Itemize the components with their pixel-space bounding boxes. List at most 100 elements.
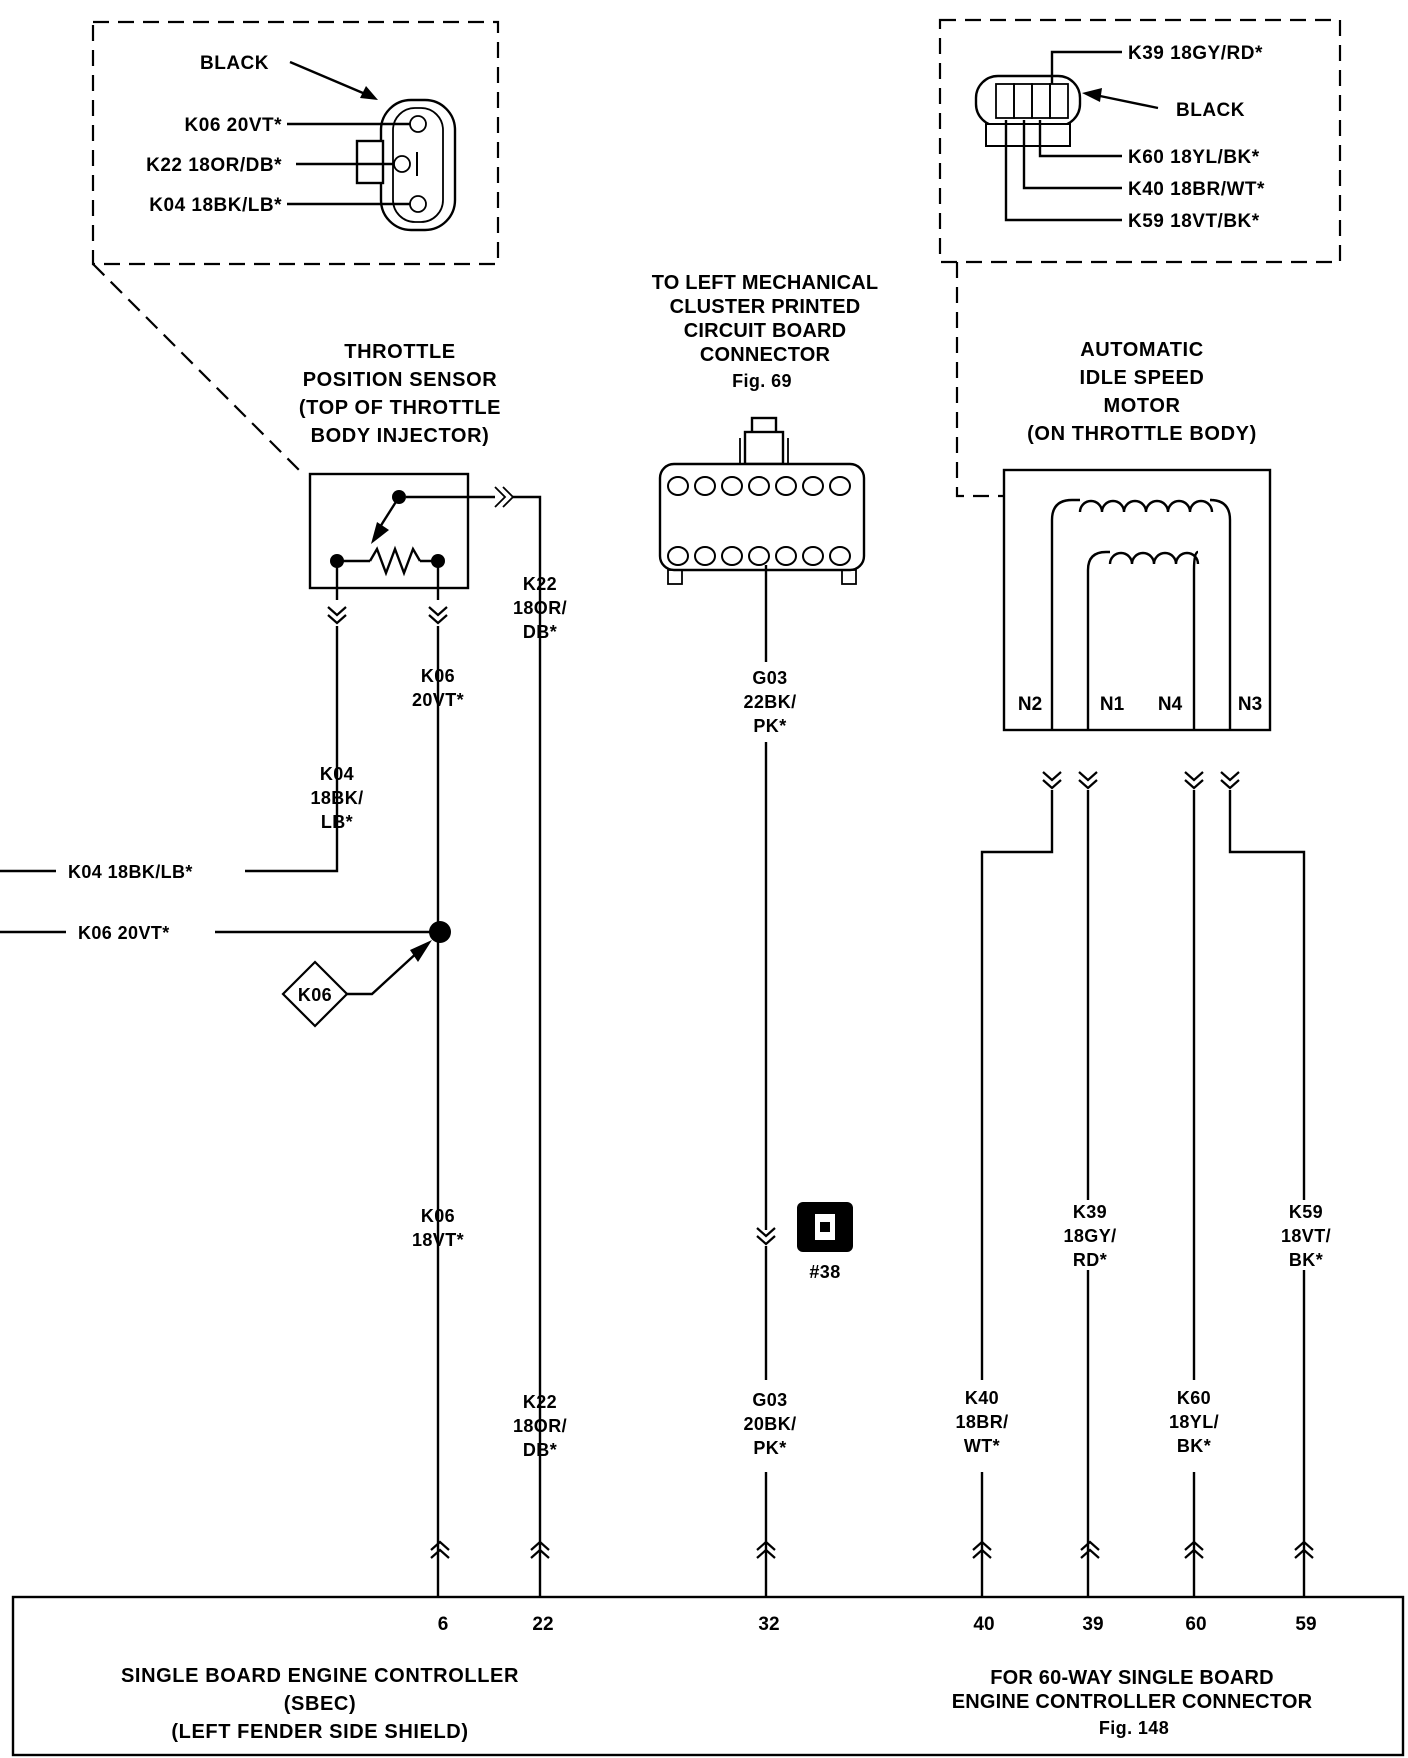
svg-text:DB*: DB*: [523, 1440, 557, 1460]
controller-ref-1: FOR 60-WAY SINGLE BOARD: [990, 1667, 1274, 1689]
svg-text:18GY/: 18GY/: [1063, 1226, 1116, 1246]
controller-name-1: SINGLE BOARD ENGINE CONTROLLER: [121, 1665, 519, 1687]
iac-connector-color: BLACK: [1176, 100, 1245, 121]
tps-connector-color: BLACK: [200, 53, 269, 74]
throttle-position-sensor: THROTTLE POSITION SENSOR (TOP OF THROTTL…: [299, 341, 542, 1596]
k60-lower-label: K60 18YL/ BK*: [1169, 1388, 1219, 1456]
svg-text:18YL/: 18YL/: [1169, 1412, 1219, 1432]
iac-title-1: AUTOMATIC: [1080, 339, 1204, 361]
g03-upper-label: G03 22BK/ PK*: [743, 668, 796, 736]
k59-lower-label: K59 18VT/ BK*: [1281, 1202, 1331, 1270]
k39-lower-label: K39 18GY/ RD*: [1063, 1202, 1116, 1270]
iac-title-2: IDLE SPEED: [1080, 367, 1205, 389]
iac-top-wire-label: K39 18GY/RD*: [1128, 43, 1263, 64]
controller-pin-40: 40: [973, 1614, 994, 1635]
svg-text:PK*: PK*: [753, 716, 786, 736]
tps-connector-tab: [355, 139, 385, 185]
k40-wire: [980, 790, 1054, 1380]
iac-title-3: MOTOR: [1103, 395, 1180, 417]
svg-text:BK*: BK*: [1177, 1436, 1211, 1456]
iac-terminal-n3: N3: [1238, 694, 1262, 715]
svg-text:K06: K06: [421, 1206, 455, 1226]
sbec-controller-box: [11, 1595, 1405, 1757]
svg-text:K22: K22: [523, 574, 557, 594]
ground-ref-label: #38: [809, 1262, 840, 1282]
svg-text:20BK/: 20BK/: [743, 1414, 796, 1434]
cluster-title-3: CIRCUIT BOARD: [684, 320, 847, 342]
controller-pin-60: 60: [1185, 1614, 1206, 1635]
svg-text:18OR/: 18OR/: [513, 1416, 567, 1436]
tps-pin-label-2: K22 18OR/DB*: [146, 155, 282, 176]
svg-text:RD*: RD*: [1073, 1250, 1107, 1270]
idle-speed-motor: AUTOMATIC IDLE SPEED MOTOR (ON THROTTLE …: [1002, 339, 1272, 732]
iac-inset-leader: [955, 262, 1004, 498]
iac-terminal-n4: N4: [1158, 694, 1183, 715]
svg-text:22BK/: 22BK/: [743, 692, 796, 712]
svg-text:18VT/: 18VT/: [1281, 1226, 1331, 1246]
tps-title-3: (TOP OF THROTTLE: [299, 397, 501, 419]
controller-pin-6: 6: [438, 1614, 449, 1635]
g03-lower-label: G03 20BK/ PK*: [743, 1390, 796, 1458]
controller-pin-59: 59: [1295, 1614, 1316, 1635]
svg-text:18VT*: 18VT*: [412, 1230, 464, 1250]
iac-pin-label-2: K40 18BR/WT*: [1128, 179, 1265, 200]
iac-terminal-n1: N1: [1100, 694, 1125, 715]
k59-wire: [1228, 790, 1306, 1200]
svg-text:G03: G03: [752, 1390, 787, 1410]
svg-text:WT*: WT*: [964, 1436, 1000, 1456]
svg-text:LB*: LB*: [321, 812, 353, 832]
svg-text:K06: K06: [421, 666, 455, 686]
cluster-connector: TO LEFT MECHANICAL CLUSTER PRINTED CIRCU…: [652, 272, 878, 585]
iac-title-4: (ON THROTTLE BODY): [1027, 423, 1257, 445]
k06-horizontal-label: K06 20VT*: [78, 923, 170, 943]
k06-lower-label: K06 18VT*: [412, 1206, 464, 1250]
iac-pin-label-1: K60 18YL/BK*: [1128, 147, 1260, 168]
tps-inset-leader: [92, 263, 303, 474]
svg-text:DB*: DB*: [523, 622, 557, 642]
k04-horizontal-label: K04 18BK/LB*: [68, 862, 193, 882]
iac-terminal-n2: N2: [1018, 694, 1042, 715]
controller-pin-39: 39: [1082, 1614, 1103, 1635]
controller-pin-22: 22: [532, 1614, 553, 1635]
k04-wire: [245, 626, 339, 873]
iac-pin-label-3: K59 18VT/BK*: [1128, 211, 1260, 232]
k06-upper-label: K06 20VT*: [412, 666, 464, 710]
svg-text:BK*: BK*: [1289, 1250, 1323, 1270]
tps-title-1: THROTTLE: [344, 341, 455, 363]
tps-pin-label-1: K06 20VT*: [185, 115, 283, 136]
iac-motor-body: [1002, 468, 1272, 732]
iac-connector-inset: K39 18GY/RD* BLACK K60 18YL/BK* K40 18BR…: [938, 18, 1342, 498]
svg-text:K59: K59: [1289, 1202, 1323, 1222]
controller-name-3: (LEFT FENDER SIDE SHIELD): [171, 1721, 468, 1743]
k22-upper-label: K22 18OR/ DB*: [513, 574, 567, 642]
tps-title-2: POSITION SENSOR: [303, 369, 498, 391]
iac-inset-border: [938, 18, 1342, 264]
k40-lower-label: K40 18BR/ WT*: [955, 1388, 1008, 1456]
tps-body: [308, 472, 470, 590]
k06-splice: [429, 921, 451, 943]
k04-mid-label: K04 18BK/ LB*: [310, 764, 363, 832]
svg-text:18BK/: 18BK/: [310, 788, 363, 808]
controller-pins: 6 22 32 40 39 60 59: [438, 1614, 1317, 1635]
cluster-title-4: CONNECTOR: [700, 344, 831, 366]
svg-text:K22: K22: [523, 1392, 557, 1412]
svg-text:K60: K60: [1177, 1388, 1211, 1408]
controller-pin-32: 32: [758, 1614, 779, 1635]
tps-inset-border: [91, 20, 500, 266]
splice-tag-label: K06: [298, 985, 332, 1005]
svg-text:18OR/: 18OR/: [513, 598, 567, 618]
k22-lower-label: K22 18OR/ DB*: [513, 1392, 567, 1460]
cluster-fig: Fig. 69: [732, 371, 792, 391]
svg-text:18BR/: 18BR/: [955, 1412, 1008, 1432]
svg-text:K04: K04: [320, 764, 354, 784]
svg-text:K39: K39: [1073, 1202, 1107, 1222]
tps-title-4: BODY INJECTOR): [311, 425, 490, 447]
svg-text:G03: G03: [752, 668, 787, 688]
cluster-title-2: CLUSTER PRINTED: [670, 296, 861, 318]
k06-splice-tag: [281, 960, 349, 1028]
controller-ref-fig: Fig. 148: [1099, 1718, 1169, 1738]
tps-pin-label-3: K04 18BK/LB*: [149, 195, 282, 216]
svg-text:20VT*: 20VT*: [412, 690, 464, 710]
controller-name-2: (SBEC): [284, 1693, 357, 1715]
